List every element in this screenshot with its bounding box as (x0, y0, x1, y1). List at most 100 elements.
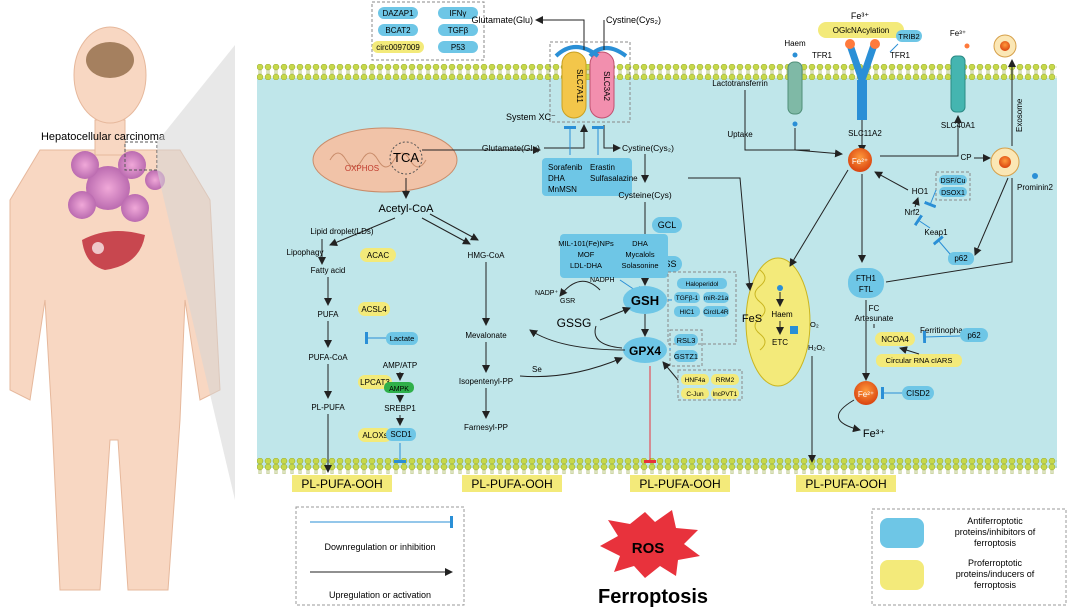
svg-text:Isopentenyl-PP: Isopentenyl-PP (459, 377, 513, 386)
gsh-inducers-box (560, 234, 668, 278)
svg-text:Fe²⁺: Fe²⁺ (858, 390, 874, 399)
xc-inhibitor: MnMSN (548, 185, 577, 194)
svg-text:TFR1: TFR1 (812, 51, 833, 60)
gsh-regulator: miR-21a (704, 295, 729, 302)
svg-text:p62: p62 (967, 331, 981, 340)
svg-text:HMG-CoA: HMG-CoA (468, 251, 506, 260)
tca-label: TCA (393, 150, 419, 165)
cystine-out-label: Cystine(Cys₂) (606, 15, 661, 25)
gsh-regulator: TGFβ-1 (676, 295, 699, 302)
svg-text:HO1: HO1 (912, 187, 929, 196)
gpx4-label: GPX4 (629, 344, 661, 358)
mitochondrion-iron: FeS Haem ETC (742, 257, 811, 387)
gsh-label: GSH (631, 293, 659, 308)
svg-text:SREBP1: SREBP1 (384, 404, 416, 413)
fes-label: FeS (742, 313, 762, 325)
xc-inhibitor: DHA (548, 174, 566, 183)
svg-text:CISD2: CISD2 (906, 389, 930, 398)
ros-icon: ROS (600, 510, 700, 578)
gsh-regulator: HIC1 (680, 309, 695, 316)
svg-text:Fatty acid: Fatty acid (311, 266, 346, 275)
svg-text:TRIB2: TRIB2 (898, 32, 919, 41)
svg-text:Exosome: Exosome (1015, 98, 1024, 132)
bottom-membrane (257, 458, 1057, 474)
svg-text:SLC7A11: SLC7A11 (575, 69, 584, 103)
svg-text:GSR: GSR (560, 298, 575, 305)
svg-text:FTL: FTL (859, 285, 874, 294)
fe2-label: Fe²⁺ (852, 157, 868, 166)
gsh-regulator-pill (703, 292, 729, 303)
gsh-regulator-pill (674, 306, 700, 317)
glutamate-in-label: Glutamate(Glu) (482, 143, 540, 153)
system-xc-transporter: SLC7A11 SLC3A2 System XC⁻ (506, 41, 631, 123)
glutamate-out-label: Glutamate(Glu) (471, 15, 533, 25)
svg-text:RSL3: RSL3 (677, 336, 696, 345)
top-membrane (257, 64, 1057, 80)
svg-text:AMP/ATP: AMP/ATP (383, 361, 418, 370)
svg-text:O₂: O₂ (810, 320, 819, 329)
gsh-inducer: Solasonine (621, 261, 658, 270)
svg-text:NADPH: NADPH (590, 277, 615, 284)
regulator-label: IFNγ (450, 9, 467, 18)
zoom-funnel (157, 45, 235, 500)
gsh-regulator: CircIL4R (703, 309, 729, 316)
gpx4-regulator-pill (681, 388, 709, 399)
pl-pufa-ooh-box (630, 475, 730, 492)
gpx4-node (623, 337, 667, 363)
brain-icon (86, 42, 134, 78)
gpx4-regulator: lncPVT1 (713, 391, 738, 398)
pl-pufa-ooh-box (462, 475, 562, 492)
gsh-inducer: MOF (578, 250, 595, 259)
svg-text:FTH1: FTH1 (856, 274, 877, 283)
xc-inhibitor: Erastin (590, 163, 615, 172)
svg-text:DSOX1: DSOX1 (941, 190, 965, 197)
svg-text:Lactotransferrin: Lactotransferrin (712, 79, 768, 88)
haem-transporter (787, 61, 803, 115)
svg-text:Ferritinophagy: Ferritinophagy (920, 326, 971, 335)
svg-text:Haem: Haem (784, 39, 806, 48)
acetyl-coa-label: Acetyl-CoA (378, 203, 434, 215)
gsh-inducer: DHA (632, 239, 648, 248)
svg-text:Uptake: Uptake (727, 130, 753, 139)
svg-text:Lactate: Lactate (390, 334, 415, 343)
svg-text:CP: CP (960, 153, 971, 162)
pl-pufa-ooh-box (796, 475, 896, 492)
gsh-regulator-pill (674, 292, 700, 303)
gsh-inducer: LDL-DHA (570, 261, 602, 270)
svg-text:p62: p62 (954, 254, 968, 263)
svg-text:Fe³⁺: Fe³⁺ (950, 29, 966, 38)
gsh-regulator-pill (703, 306, 729, 317)
svg-text:Nrf2: Nrf2 (904, 208, 920, 217)
legend-box (295, 506, 465, 606)
svg-text:Lipophagy: Lipophagy (287, 248, 324, 257)
regulator-pill (378, 7, 418, 19)
gsh-regulator: Haloperidol (686, 281, 719, 288)
svg-text:Keap1: Keap1 (924, 228, 948, 237)
svg-text:Se: Se (532, 365, 542, 374)
svg-text:PUFA-CoA: PUFA-CoA (308, 353, 348, 362)
regulator-label: P53 (451, 43, 466, 52)
regulator-pill (438, 24, 478, 36)
cystine-in-label: Cystine(Cys₂) (622, 143, 674, 153)
gpx4-regulator-pill (711, 374, 739, 385)
svg-text:ETC: ETC (772, 338, 788, 347)
svg-text:OGlcNAcylation: OGlcNAcylation (833, 26, 889, 35)
regulator-pill (438, 41, 478, 53)
svg-text:ACSL4: ACSL4 (361, 305, 387, 314)
svg-text:Upregulation or activation: Upregulation or activation (329, 590, 431, 600)
svg-text:PL-PUFA: PL-PUFA (311, 403, 345, 412)
tumor-cells-icon (68, 151, 165, 222)
svg-text:Cysteine(Cys): Cysteine(Cys) (618, 190, 672, 200)
pl-pufa-ooh-label: PL-PUFA-OOH (301, 477, 382, 491)
ferroptosis-title: Ferroptosis (598, 586, 708, 608)
svg-text:Farnesyl-PP: Farnesyl-PP (464, 423, 508, 432)
svg-text:GSTZ1: GSTZ1 (674, 352, 698, 361)
svg-text:ACAC: ACAC (367, 251, 389, 260)
regulator-pill (372, 41, 424, 53)
regulator-pill (438, 7, 478, 19)
xc-inhibitors-box (542, 158, 632, 196)
